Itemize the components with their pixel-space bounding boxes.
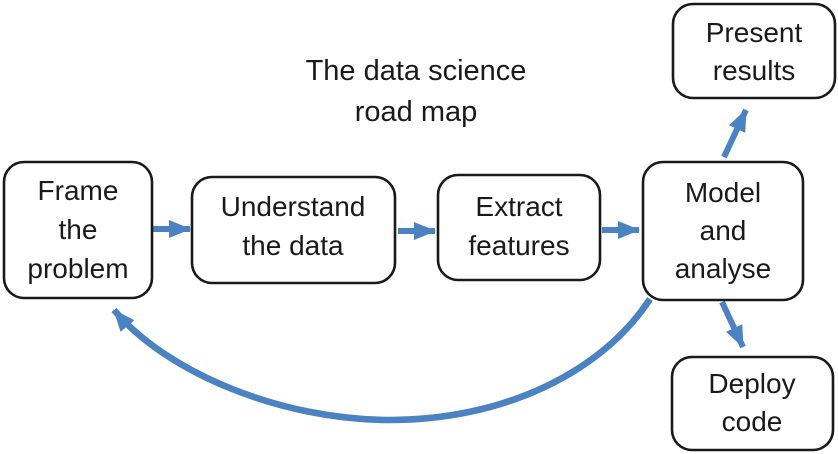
node-label-line: features: [468, 230, 569, 261]
flowchart-edges: [111, 108, 749, 424]
node-understand-the-data: Understand the data: [190, 175, 397, 285]
node-box: [436, 173, 602, 282]
node-extract-features: Extract features: [436, 173, 602, 282]
node-label-line: the: [59, 214, 98, 245]
node-box: [671, 2, 837, 100]
node-label-line: Model: [685, 177, 761, 208]
node-box: [2, 160, 154, 300]
node-present-results: Present results: [671, 2, 837, 100]
node-label-line: problem: [27, 253, 128, 284]
node-label-line: Understand: [221, 191, 366, 222]
diagram-title-line1: The data science: [306, 55, 527, 87]
node-label-line: the data: [242, 230, 344, 261]
node-label-line: Deploy: [708, 368, 795, 399]
node-label-line: and: [700, 215, 747, 246]
node-label-line: code: [722, 406, 783, 437]
node-box: [190, 175, 397, 285]
node-box: [670, 355, 835, 452]
diagram-title-line2: road map: [355, 96, 478, 128]
node-deploy-code: Deploy code: [670, 355, 835, 452]
diagram-title: The data science road map: [306, 55, 527, 128]
edge-model-to-present: [721, 108, 749, 159]
node-box: [641, 160, 805, 302]
node-label-line: results: [713, 55, 795, 86]
node-frame-the-problem: Frame the problem: [2, 160, 154, 300]
node-label-line: analyse: [675, 253, 772, 284]
node-label-line: Present: [706, 17, 803, 48]
node-label-line: Extract: [475, 191, 562, 222]
edge-feedback-model-to-frame: [111, 297, 653, 424]
node-label-line: Frame: [38, 175, 119, 206]
node-model-and-analyse: Model and analyse: [641, 160, 805, 302]
edge-model-to-deploy: [719, 300, 746, 349]
